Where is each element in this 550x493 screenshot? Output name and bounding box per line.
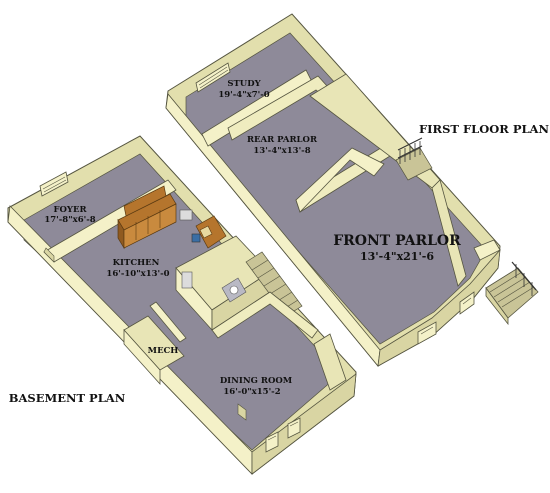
kitchen-label: KITCHEN bbox=[113, 258, 160, 268]
basement-plan-title: BASEMENT PLAN bbox=[9, 391, 126, 405]
dining-end-wall-frame bbox=[313, 333, 347, 391]
kitchen-dimensions: 16'-10"x13'-0 bbox=[106, 269, 169, 279]
basement-plan: FOYER 17'-8"x6'-8 KITCHEN 16'-10"x13'-0 … bbox=[7, 135, 357, 475]
dining-room-dimensions: 16'-0"x15'-2 bbox=[223, 387, 280, 397]
exterior-stoop-stairs bbox=[473, 239, 539, 326]
window bbox=[417, 321, 437, 345]
rear-parlor-label: REAR PARLOR bbox=[247, 135, 318, 145]
central-core bbox=[175, 235, 271, 332]
front-parlor-partition-wall bbox=[295, 147, 385, 213]
window bbox=[39, 171, 69, 197]
rear-parlor-dimensions: 13'-4"x13'-8 bbox=[253, 146, 310, 156]
foyer-partition-wall-face bbox=[43, 247, 55, 263]
window bbox=[237, 403, 247, 421]
dining-room-partition-wall bbox=[211, 291, 319, 339]
interior-staircase bbox=[395, 137, 433, 181]
window bbox=[287, 417, 301, 439]
foyer-label: FOYER bbox=[53, 205, 87, 215]
first-floor-plan: STUDY 19'-4"x7'-0 REAR PARLOR 13'-4"x13'… bbox=[165, 13, 549, 367]
study-dimensions: 19'-4"x7'-0 bbox=[218, 90, 269, 100]
basement-stairs bbox=[245, 251, 303, 317]
front-parlor-side-wall bbox=[431, 179, 467, 287]
window bbox=[195, 62, 231, 93]
mech-room bbox=[123, 301, 187, 386]
front-parlor-dimensions: 13'-4"x21'-6 bbox=[360, 250, 434, 263]
first-floor-plan-title: FIRST FLOOR PLAN bbox=[419, 122, 549, 136]
mech-label: MECH bbox=[148, 346, 179, 356]
study-label: STUDY bbox=[227, 79, 261, 89]
window bbox=[459, 291, 475, 315]
front-parlor-label: FRONT PARLOR bbox=[333, 233, 461, 249]
foyer-dimensions: 17'-8"x6'-8 bbox=[44, 215, 95, 225]
basement-end-wall bbox=[251, 373, 357, 475]
dining-room-label: DINING ROOM bbox=[220, 376, 293, 386]
kitchen-cabinets bbox=[117, 185, 227, 250]
window bbox=[265, 431, 279, 453]
